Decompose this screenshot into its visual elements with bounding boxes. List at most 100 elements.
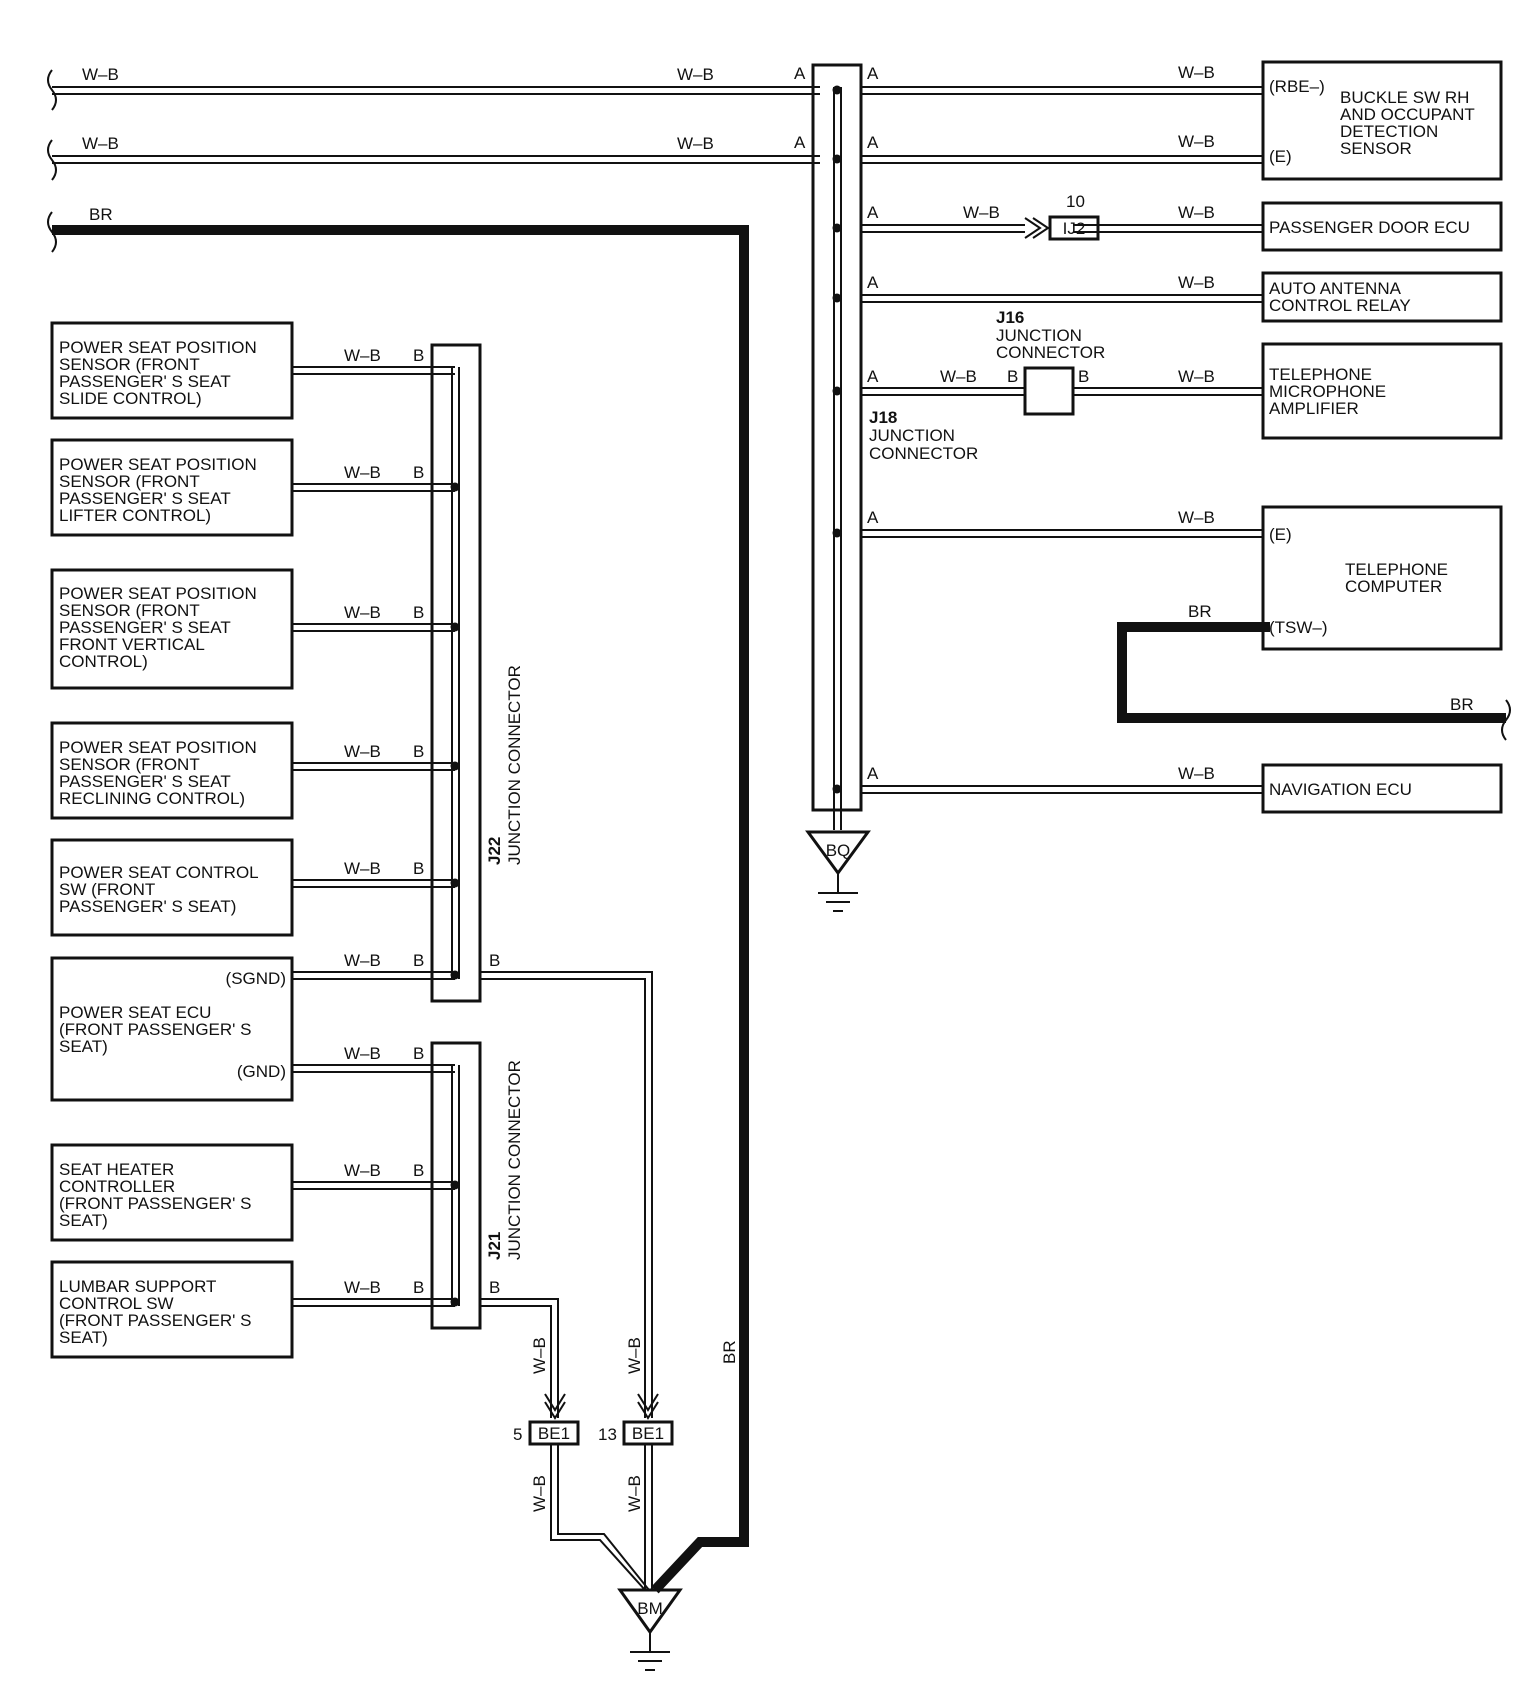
reclining-sensor-label: PASSENGER' S SEAT — [59, 772, 231, 791]
j21-connector — [430, 1041, 482, 1330]
front-vertical-sensor-label: CONTROL) — [59, 652, 148, 671]
wire-label: W–B — [344, 463, 381, 482]
pin-label: B — [413, 1044, 424, 1063]
telephone-computer-label: TELEPHONE — [1345, 560, 1448, 579]
lumbar-sw-label: SEAT) — [59, 1328, 108, 1347]
j21-id: J21 — [485, 1232, 504, 1260]
lumbar-sw-label: LUMBAR SUPPORT — [59, 1277, 216, 1296]
power-seat-sw-label: PASSENGER' S SEAT) — [59, 897, 236, 916]
buckle-sw-line: DETECTION — [1340, 122, 1438, 141]
pin-label: B — [413, 1278, 424, 1297]
pin-label: A — [867, 764, 879, 783]
seat-heater-label: (FRONT PASSENGER' S — [59, 1194, 251, 1213]
telephone-computer-pin-e: (E) — [1269, 525, 1292, 544]
wb-wires — [52, 86, 1263, 1591]
pin-label: B — [413, 463, 424, 482]
telephone-mic-label: AMPLIFIER — [1269, 399, 1359, 418]
j18-line-2: CONNECTOR — [869, 444, 978, 463]
power-seat-ecu-pin-sgnd: (SGND) — [226, 969, 286, 988]
j18-id: J18 — [869, 408, 897, 427]
ground-bq-label: BQ — [826, 841, 851, 860]
j16-id: J16 — [996, 308, 1024, 327]
pin-label: B — [1078, 367, 1089, 386]
j16-line-1: JUNCTION — [996, 326, 1082, 345]
wire-label: W–B — [82, 65, 119, 84]
auto-antenna-label: CONTROL RELAY — [1269, 296, 1411, 315]
reclining-sensor-label: POWER SEAT POSITION — [59, 738, 257, 757]
junction-dots — [450, 85, 842, 1307]
navigation-ecu-label: NAVIGATION ECU — [1269, 780, 1412, 799]
be1-right-connector — [622, 1393, 674, 1446]
j22-name: JUNCTION CONNECTOR — [505, 665, 524, 865]
lifter-sensor-label: SENSOR (FRONT — [59, 472, 200, 491]
buckle-sw-line: SENSOR — [1340, 139, 1412, 158]
pin-label: B — [413, 742, 424, 761]
power-seat-sw-label: POWER SEAT CONTROL — [59, 863, 259, 882]
j16-line-2: CONNECTOR — [996, 343, 1105, 362]
j18-line-1: JUNCTION — [869, 426, 955, 445]
slide-sensor-label: SENSOR (FRONT — [59, 355, 200, 374]
pin-label: B — [413, 1161, 424, 1180]
wire-label: W–B — [344, 346, 381, 365]
break-marks — [47, 69, 1511, 741]
wire-label: W–B — [1178, 273, 1215, 292]
buckle-sw-line: AND OCCUPANT — [1340, 105, 1475, 124]
passenger-door-ecu-label: PASSENGER DOOR ECU — [1269, 218, 1470, 237]
lifter-sensor-label: PASSENGER' S SEAT — [59, 489, 231, 508]
wire-label: W–B — [344, 742, 381, 761]
pin-label: A — [794, 64, 806, 83]
wire-label: W–B — [1178, 367, 1215, 386]
wire-label: W–B — [625, 1475, 644, 1512]
pin-label: B — [413, 951, 424, 970]
pin-labels: A A A A A A A B B A A B B B B B B B B B … — [413, 64, 1089, 1297]
pin-label: A — [867, 203, 879, 222]
slide-sensor-label: POWER SEAT POSITION — [59, 338, 257, 357]
power-seat-ecu-label: POWER SEAT ECU — [59, 1003, 211, 1022]
wire-label: W–B — [344, 1044, 381, 1063]
pin-label: B — [489, 951, 500, 970]
pin-label: B — [413, 346, 424, 365]
pin-label: A — [867, 367, 879, 386]
be1-left-code: BE1 — [538, 1424, 570, 1443]
seat-heater-label: SEAT HEATER — [59, 1160, 174, 1179]
power-seat-ecu-pin-gnd: (GND) — [237, 1062, 286, 1081]
reclining-sensor-label: SENSOR (FRONT — [59, 755, 200, 774]
wire-label: W–B — [625, 1337, 644, 1374]
wire-label: W–B — [940, 367, 977, 386]
be1-right-code: BE1 — [632, 1424, 664, 1443]
pin-label: A — [867, 133, 879, 152]
wire-label: BR — [1188, 602, 1212, 621]
pin-label: B — [1007, 367, 1018, 386]
wire-label: W–B — [677, 134, 714, 153]
j16-connector — [1023, 366, 1075, 416]
buckle-sw-text: (RBE–) (E) BUCKLE SW RH AND OCCUPANT DET… — [1269, 77, 1475, 166]
auto-antenna-label: AUTO ANTENNA — [1269, 279, 1402, 298]
seat-heater-label: CONTROLLER — [59, 1177, 175, 1196]
telephone-mic-label: TELEPHONE — [1269, 365, 1372, 384]
power-seat-ecu-label: (FRONT PASSENGER' S — [59, 1020, 251, 1039]
ij2-connector — [1024, 215, 1100, 241]
lumbar-sw-label: (FRONT PASSENGER' S — [59, 1311, 251, 1330]
pin-label: A — [867, 273, 879, 292]
telephone-mic-label: MICROPHONE — [1269, 382, 1386, 401]
front-vertical-sensor-label: POWER SEAT POSITION — [59, 584, 257, 603]
pin-label: A — [794, 133, 806, 152]
buckle-sw-pin-e: (E) — [1269, 147, 1292, 166]
ground-bq-icon — [805, 830, 871, 912]
j21-label: J21 JUNCTION CONNECTOR — [485, 1060, 524, 1260]
front-vertical-sensor-label: PASSENGER' S SEAT — [59, 618, 231, 637]
wire-label: W–B — [1178, 764, 1215, 783]
lifter-sensor-label: LIFTER CONTROL) — [59, 506, 211, 525]
front-vertical-sensor-label: FRONT VERTICAL — [59, 635, 205, 654]
be1-right-pin: 13 — [598, 1425, 617, 1444]
reclining-sensor-label: RECLINING CONTROL) — [59, 789, 245, 808]
be1-left-connector — [528, 1393, 580, 1446]
buckle-sw-line: BUCKLE SW RH — [1340, 88, 1469, 107]
slide-sensor-label: PASSENGER' S SEAT — [59, 372, 231, 391]
wire-label: W–B — [1178, 132, 1215, 151]
wire-label: W–B — [344, 859, 381, 878]
wire-label: W–B — [530, 1337, 549, 1374]
lumbar-sw-label: CONTROL SW — [59, 1294, 174, 1313]
